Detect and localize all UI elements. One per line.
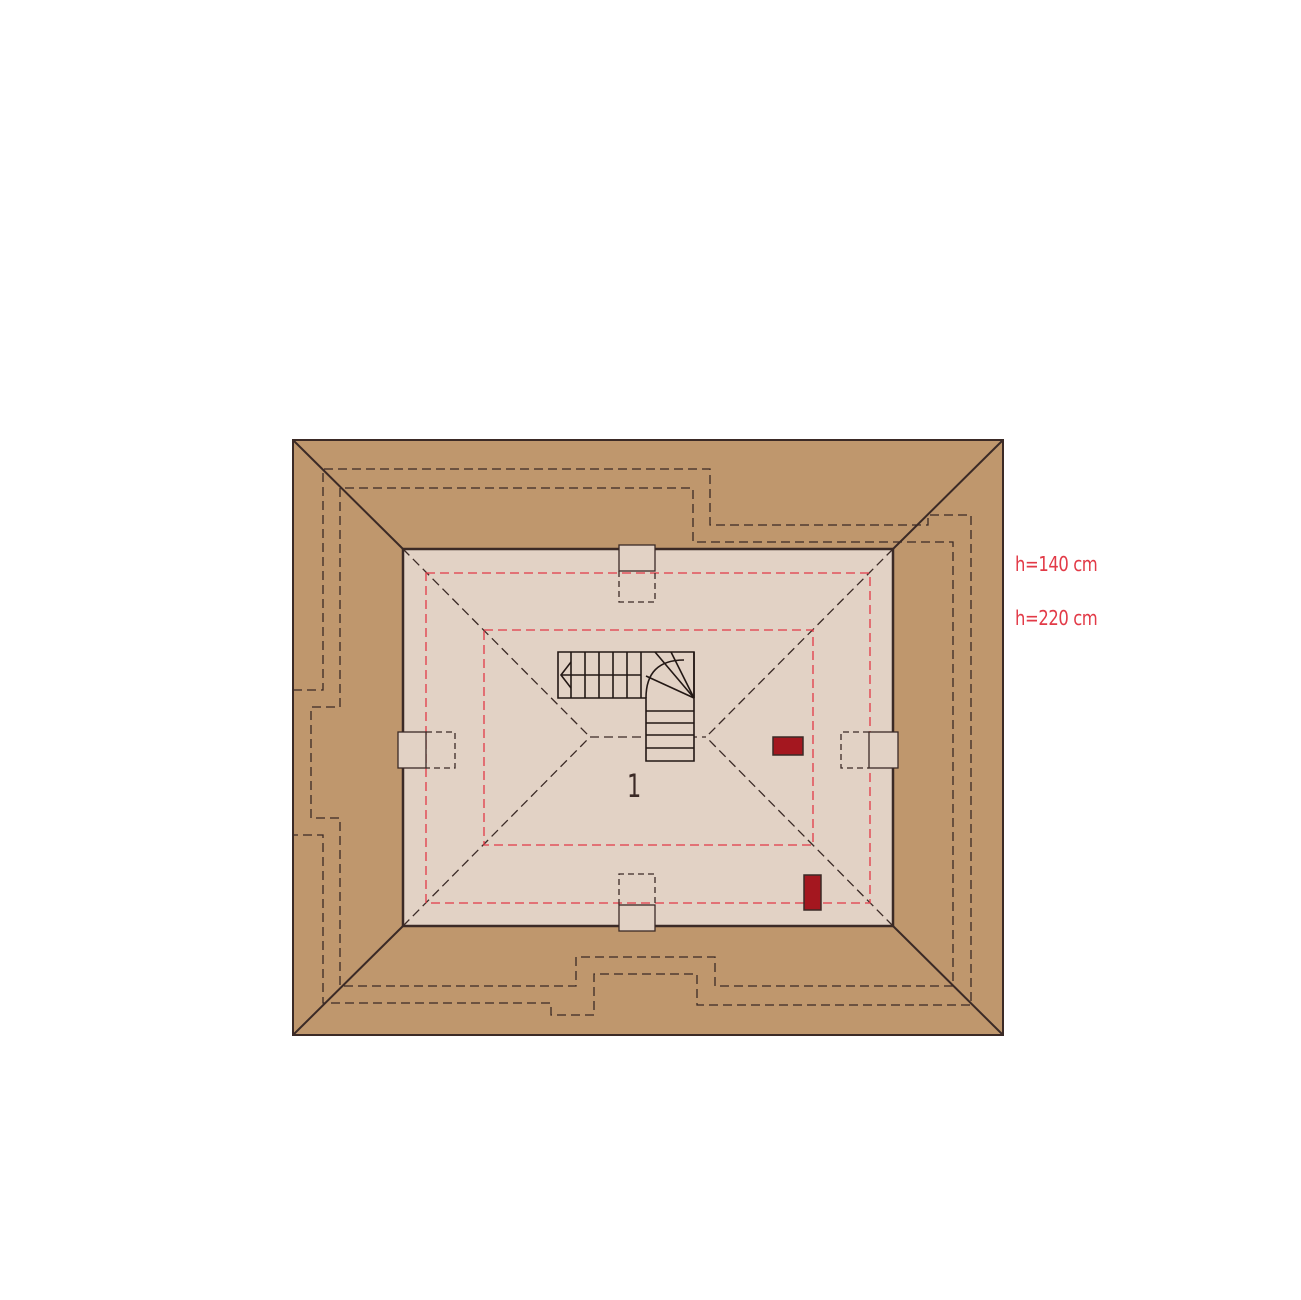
roof-hip-lines bbox=[292, 439, 1004, 1036]
roof-window-icon bbox=[618, 544, 656, 603]
roof-window-icon bbox=[397, 731, 456, 769]
room-number: 1 bbox=[627, 767, 642, 805]
height-label-220: h=220 cm bbox=[1015, 606, 1098, 630]
staircase-icon bbox=[557, 651, 695, 762]
height-label-140: h=140 cm bbox=[1015, 552, 1098, 576]
chimney-icon bbox=[772, 736, 804, 756]
height-line-220 bbox=[483, 629, 814, 846]
roof-window-icon bbox=[618, 873, 656, 932]
lower-wall-outline-inner bbox=[310, 487, 954, 987]
chimney-icon bbox=[803, 874, 822, 911]
ridge-lines bbox=[402, 548, 894, 927]
lower-wall-outline-outer bbox=[293, 468, 972, 1016]
roof-window-icon bbox=[840, 731, 899, 769]
